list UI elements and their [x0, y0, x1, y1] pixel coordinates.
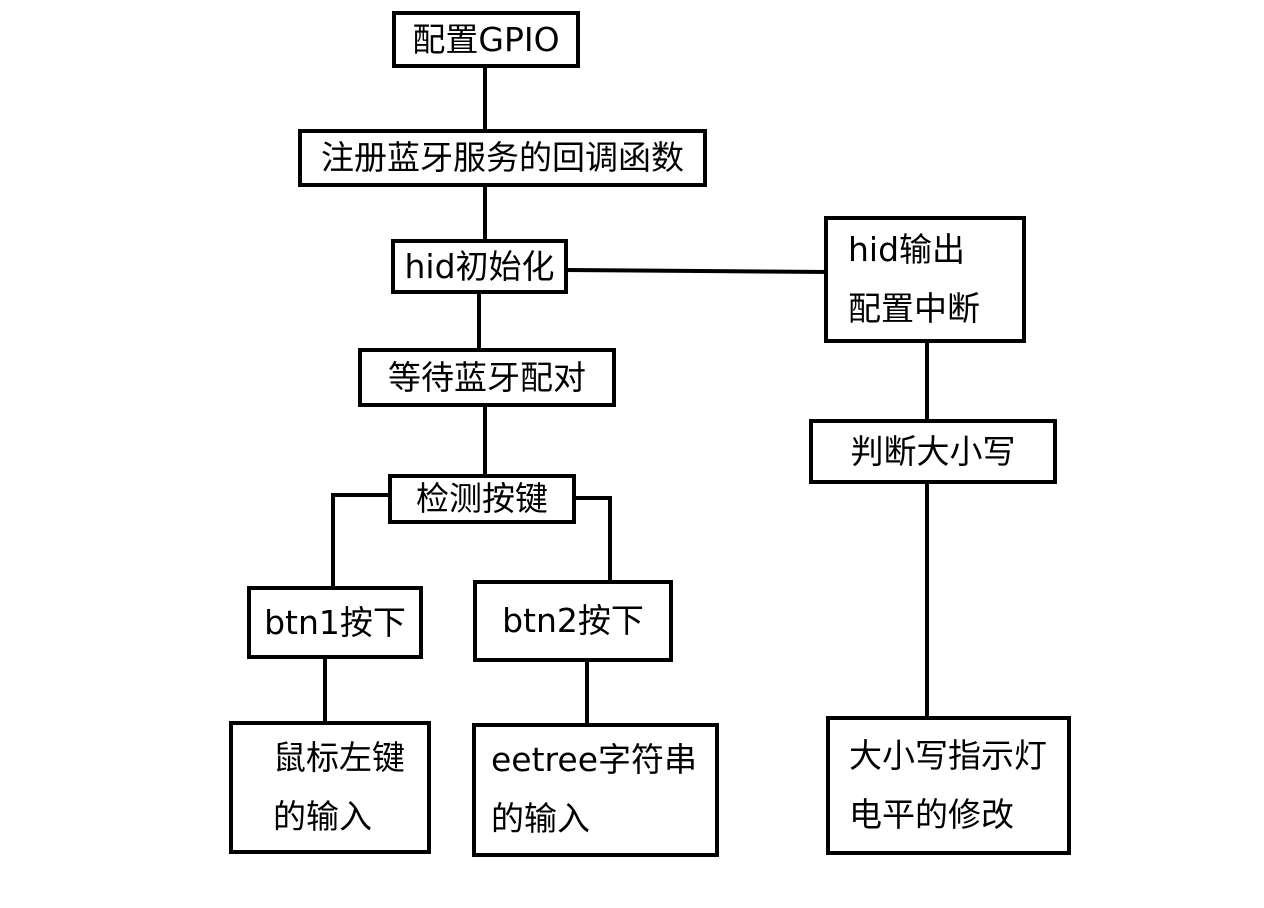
- node-caps-led-level: 大小写指示灯 电平的修改: [826, 716, 1071, 855]
- node-mouse-left-input-line2: 的输入: [273, 796, 372, 836]
- node-detect-keys-label: 检测按键: [416, 479, 548, 519]
- node-mouse-left-input-line1: 鼠标左键: [273, 737, 405, 777]
- node-wait-pairing-label: 等待蓝牙配对: [388, 357, 586, 397]
- node-hid-init-label: hid初始化: [404, 246, 555, 286]
- node-eetree-string-input-line1: eetree字符串: [491, 740, 697, 780]
- node-hid-output-interrupt: hid输出 配置中断: [824, 216, 1026, 343]
- node-config-gpio-label: 配置GPIO: [412, 19, 560, 59]
- node-eetree-string-input: eetree字符串 的输入: [472, 723, 719, 857]
- node-mouse-left-input: 鼠标左键 的输入: [229, 721, 431, 854]
- node-hid-output-interrupt-line2: 配置中断: [848, 288, 980, 328]
- node-hid-output-interrupt-line1: hid输出: [848, 229, 966, 269]
- node-hid-init: hid初始化: [391, 239, 568, 294]
- connector-detect-keys-to-btn1: [331, 493, 392, 590]
- node-wait-pairing: 等待蓝牙配对: [358, 348, 616, 407]
- node-caps-led-level-line2: 电平的修改: [849, 794, 1014, 834]
- node-register-callback: 注册蓝牙服务的回调函数: [298, 129, 707, 187]
- connector-hid-init-to-hid-output: [563, 267, 831, 275]
- node-register-callback-label: 注册蓝牙服务的回调函数: [321, 138, 684, 178]
- node-detect-keys: 检测按键: [388, 474, 576, 524]
- node-config-gpio: 配置GPIO: [392, 11, 580, 68]
- connector-detect-keys-to-btn2: [572, 496, 612, 584]
- node-judge-case: 判断大小写: [809, 419, 1057, 484]
- node-btn1-pressed-label: btn1按下: [264, 602, 406, 642]
- node-btn2-pressed: btn2按下: [473, 580, 673, 662]
- node-btn2-pressed-label: btn2按下: [502, 601, 644, 641]
- node-judge-case-label: 判断大小写: [850, 431, 1016, 471]
- node-caps-led-level-line1: 大小写指示灯: [849, 735, 1047, 775]
- node-eetree-string-input-line2: 的输入: [491, 799, 590, 838]
- node-btn1-pressed: btn1按下: [247, 586, 423, 659]
